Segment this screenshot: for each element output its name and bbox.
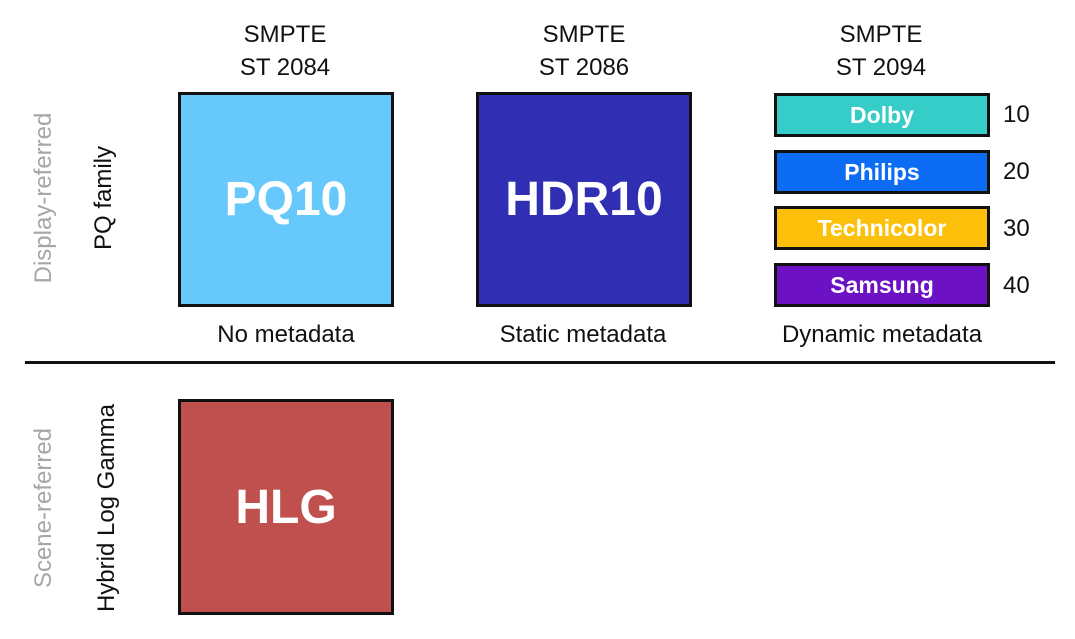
samsung-number: 40	[1003, 272, 1030, 299]
philips-number: 20	[1003, 158, 1030, 185]
standard-label-st2094: SMPTE ST 2094	[771, 18, 991, 84]
standard-line1: SMPTE	[542, 21, 626, 48]
standard-line1: SMPTE	[243, 21, 327, 48]
hdr10-label: HDR10	[505, 173, 663, 226]
samsung-label: Samsung	[830, 271, 934, 298]
technicolor-label: Technicolor	[817, 214, 947, 241]
hybrid-log-gamma-label: Hybrid Log Gamma	[93, 403, 120, 613]
no-metadata-caption: No metadata	[217, 321, 355, 348]
static-metadata-caption: Static metadata	[499, 321, 667, 348]
standard-line2: ST 2084	[239, 54, 331, 81]
hdr10-box: HDR10	[476, 92, 692, 307]
technicolor-box: Technicolor	[774, 206, 990, 250]
dolby-label: Dolby	[850, 101, 914, 128]
pq-family-label: PQ family	[90, 146, 117, 251]
standard-line1: SMPTE	[839, 21, 923, 48]
pq10-box: PQ10	[178, 92, 394, 307]
standard-label-st2084: SMPTE ST 2084	[175, 18, 395, 84]
dolby-box: Dolby	[774, 93, 990, 137]
technicolor-number: 30	[1003, 215, 1030, 242]
pq10-label: PQ10	[224, 173, 348, 226]
dolby-number: 10	[1003, 101, 1030, 128]
hlg-box: HLG	[178, 399, 394, 615]
scene-referred-label: Scene-referred	[30, 427, 57, 589]
philips-label: Philips	[844, 158, 920, 185]
row-divider	[25, 361, 1055, 364]
samsung-box: Samsung	[774, 263, 990, 307]
display-referred-label: Display-referred	[30, 112, 57, 284]
standard-label-st2086: SMPTE ST 2086	[474, 18, 694, 84]
philips-box: Philips	[774, 150, 990, 194]
standard-line2: ST 2086	[538, 54, 630, 81]
hlg-label: HLG	[235, 480, 337, 534]
dynamic-metadata-caption: Dynamic metadata	[781, 321, 983, 348]
standard-line2: ST 2094	[835, 54, 927, 81]
